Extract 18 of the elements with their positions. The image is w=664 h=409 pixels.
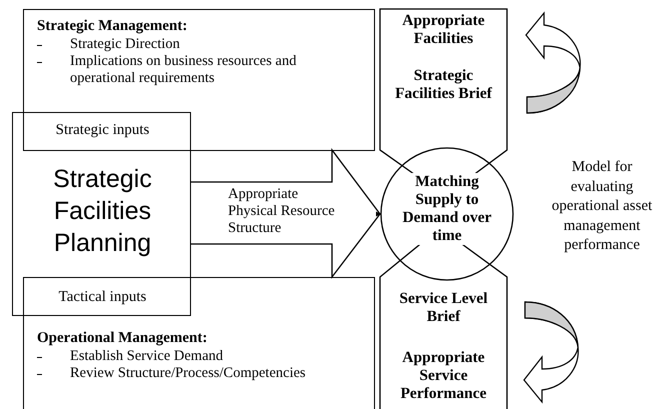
management-box bbox=[23, 277, 375, 409]
list-item: Review Structure/Process/Competencies bbox=[37, 365, 400, 382]
list-item: Strategic Direction bbox=[37, 36, 400, 53]
list-item: Implications on business resources and operational requirements bbox=[37, 53, 332, 87]
block-arrow bbox=[190, 148, 382, 279]
input-label: Tactical inputs bbox=[58, 289, 148, 306]
section-heading: Strategic Management: bbox=[37, 18, 188, 35]
shape-text: Strategic Facilities Brief bbox=[394, 67, 493, 103]
shape-text: Service Level Brief bbox=[398, 290, 489, 326]
shape-text: Appropriate Service Performance bbox=[399, 349, 488, 403]
list-item: Establish Service Demand bbox=[37, 348, 400, 365]
management-box bbox=[23, 9, 375, 151]
shape-text: Appropriate Facilities bbox=[401, 12, 486, 48]
planning-box bbox=[12, 112, 191, 316]
box-title: Strategic Facilities Planning bbox=[52, 164, 153, 259]
side-note: Model for evaluating operational asset management performance bbox=[550, 158, 654, 255]
input-label: Strategic inputs bbox=[54, 122, 150, 139]
section-heading: Operational Management: bbox=[37, 330, 208, 347]
